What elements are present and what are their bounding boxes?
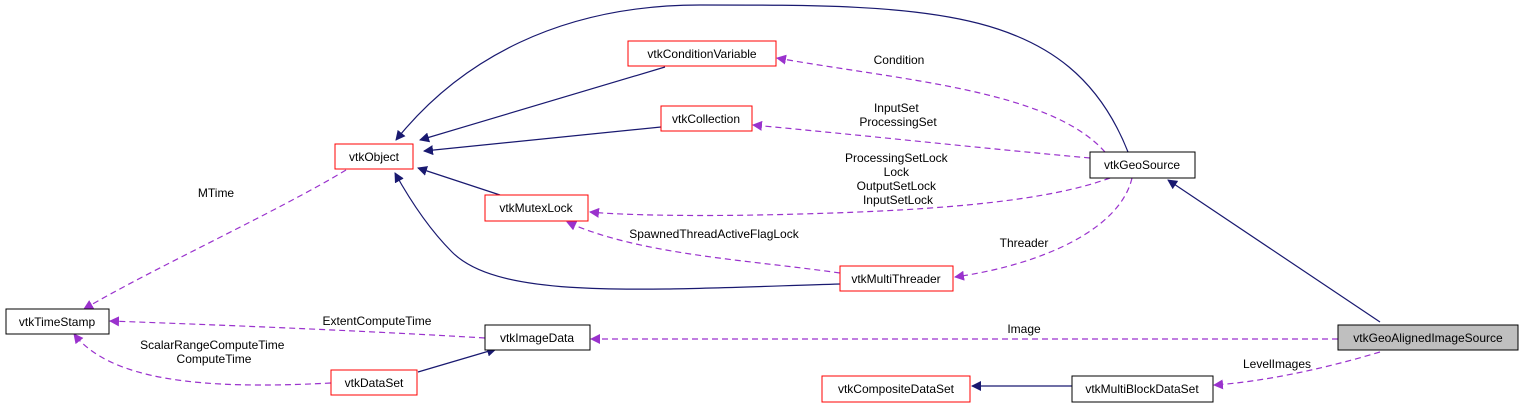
edge-levelimages [1213, 351, 1381, 390]
label-threader: Threader [1000, 236, 1049, 250]
edge-spawned [566, 221, 841, 274]
label-spawned: SpawnedThreadActiveFlagLock [629, 227, 799, 241]
edge-collection-to-object [423, 126, 662, 156]
edge-geoaligned-to-geosource [1167, 179, 1381, 323]
svg-text:vtkCollection: vtkCollection [672, 112, 740, 126]
node-vtkGeoAlignedImageSource[interactable]: vtkGeoAlignedImageSource [1337, 324, 1519, 351]
node-vtkMutexLock[interactable]: vtkMutexLock [484, 194, 589, 222]
svg-text:vtkCompositeDataSet: vtkCompositeDataSet [838, 382, 955, 396]
edge-scalarrange [73, 333, 332, 386]
label-mtime: MTime [198, 186, 235, 200]
svg-text:vtkMultiBlockDataSet: vtkMultiBlockDataSet [1085, 382, 1199, 396]
node-vtkCompositeDataSet[interactable]: vtkCompositeDataSet [821, 375, 971, 403]
edge-labels: Condition InputSet ProcessingSet Process… [140, 53, 1311, 371]
label-scalarrange: ScalarRangeComputeTime ComputeTime [140, 338, 288, 366]
label-extent: ExtentComputeTime [323, 314, 432, 328]
inheritance-edges [394, 4, 1381, 391]
node-vtkObject[interactable]: vtkObject [334, 143, 414, 170]
node-vtkConditionVariable[interactable]: vtkConditionVariable [627, 40, 777, 67]
svg-text:vtkDataSet: vtkDataSet [345, 376, 404, 390]
label-mutexlock: ProcessingSetLock Lock OutputSetLock Inp… [845, 151, 951, 207]
node-vtkDataSet[interactable]: vtkDataSet [330, 369, 418, 396]
node-vtkTimeStamp[interactable]: vtkTimeStamp [5, 308, 110, 335]
node-vtkMultiThreader[interactable]: vtkMultiThreader [839, 265, 954, 292]
svg-text:vtkMultiThreader: vtkMultiThreader [851, 272, 940, 286]
node-vtkGeoSource[interactable]: vtkGeoSource [1089, 151, 1196, 179]
edge-threader [954, 177, 1133, 281]
edge-inputset [752, 120, 1091, 159]
edge-mtime [83, 169, 347, 310]
usage-edges [73, 54, 1381, 390]
edge-extent [109, 316, 486, 339]
svg-text:vtkObject: vtkObject [349, 150, 400, 164]
svg-text:vtkGeoSource: vtkGeoSource [1104, 158, 1180, 172]
node-vtkCollection[interactable]: vtkCollection [660, 105, 753, 132]
svg-text:vtkImageData: vtkImageData [500, 331, 574, 345]
label-image: Image [1007, 322, 1041, 336]
node-vtkMultiBlockDataSet[interactable]: vtkMultiBlockDataSet [1071, 375, 1214, 403]
svg-text:vtkMutexLock: vtkMutexLock [499, 201, 573, 215]
edge-conditionvariable-to-object [419, 66, 666, 143]
edge-multithreader-to-object [394, 172, 841, 290]
svg-text:vtkConditionVariable: vtkConditionVariable [647, 47, 756, 61]
edge-mutexlock-to-object [417, 166, 501, 196]
label-condition: Condition [874, 53, 925, 67]
label-levelimages: LevelImages [1243, 357, 1311, 371]
edge-condition [776, 54, 1106, 153]
svg-text:vtkGeoAlignedImageSource: vtkGeoAlignedImageSource [1353, 331, 1503, 345]
svg-text:vtkTimeStamp: vtkTimeStamp [19, 315, 96, 329]
edge-geosource-to-object [395, 4, 1129, 153]
edge-mutexlock [589, 177, 1111, 218]
node-vtkImageData[interactable]: vtkImageData [484, 324, 591, 351]
label-inputset: InputSet ProcessingSet [859, 101, 937, 129]
edge-dataset-to-imagedata [417, 346, 497, 373]
